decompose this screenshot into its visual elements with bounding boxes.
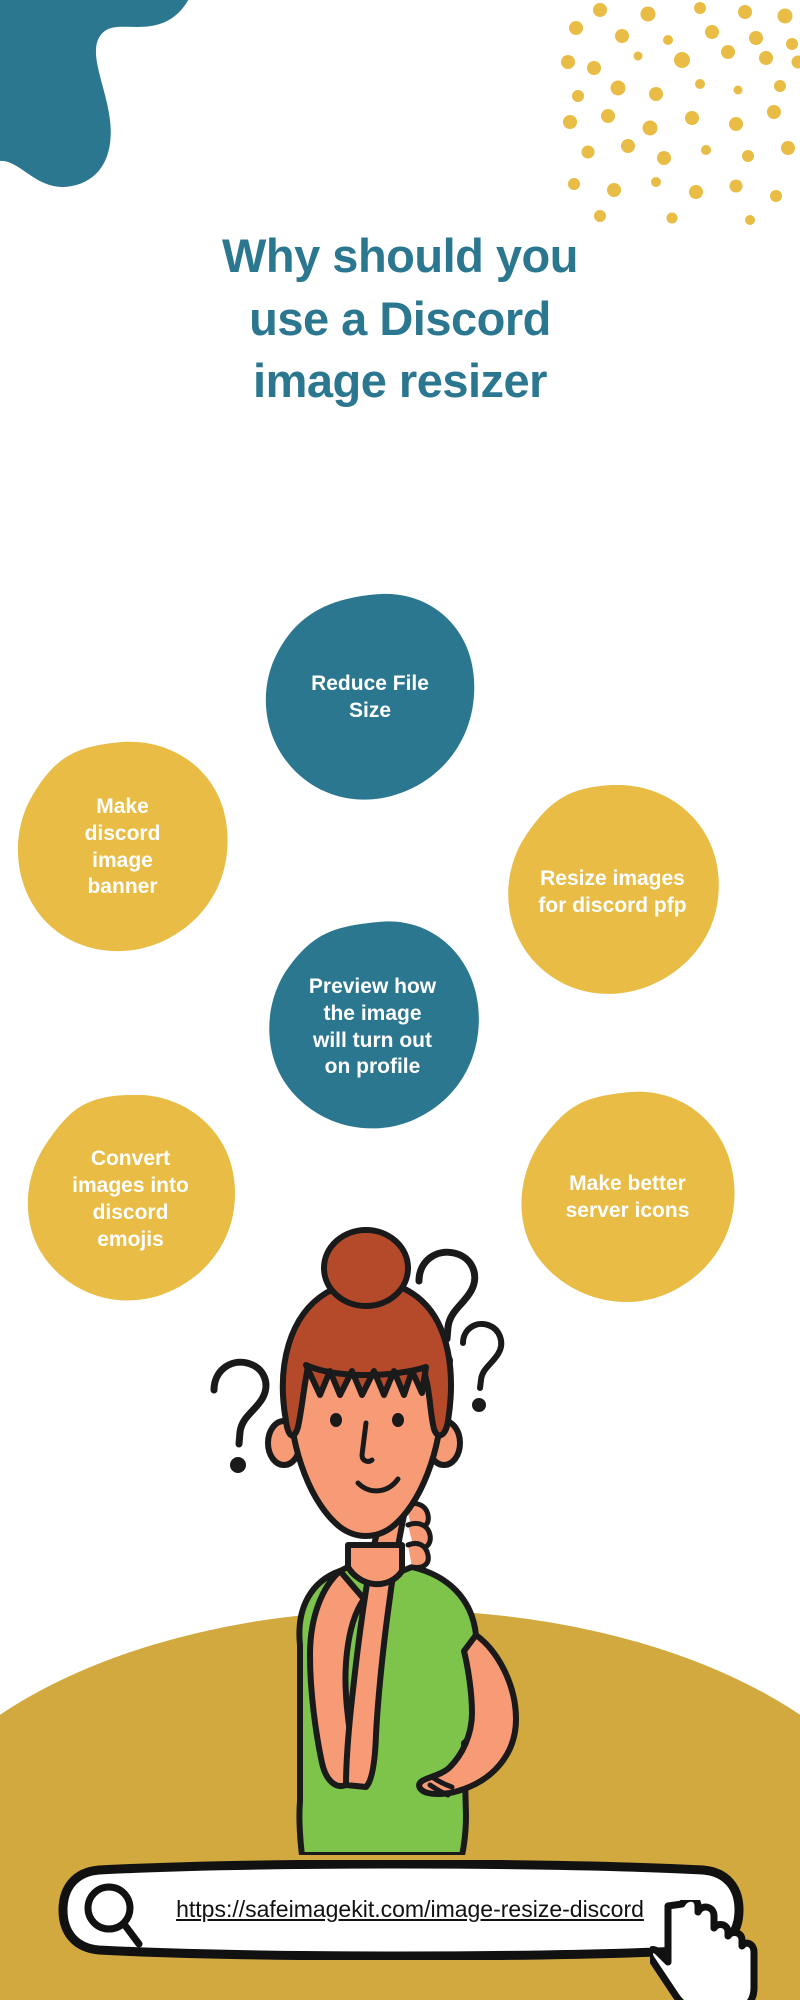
bubble-label: Make discord image banner bbox=[84, 794, 161, 899]
bubble-shape bbox=[27, 1095, 235, 1301]
bubble-shape bbox=[17, 741, 228, 952]
bubble-label: Resize images for discord pfp bbox=[538, 866, 687, 917]
url-search-bar[interactable]: https://safeimagekit.com/image-resize-di… bbox=[55, 1860, 758, 2000]
bubble-label: Make better server icons bbox=[565, 1171, 690, 1222]
page-title-line-3: image resizer bbox=[253, 354, 547, 407]
page-title-line-1: Why should you bbox=[222, 229, 578, 282]
bubble-make-better-server-icons[interactable]: Make better server icons bbox=[515, 1090, 740, 1305]
page-title: Why should you use a Discord image resiz… bbox=[0, 225, 800, 413]
bubble-shape bbox=[508, 785, 719, 994]
url-text[interactable]: https://safeimagekit.com/image-resize-di… bbox=[176, 1896, 644, 1923]
bubble-shape bbox=[265, 593, 475, 800]
bubble-resize-images-for-discord-pfp[interactable]: Resize images for discord pfp bbox=[500, 785, 725, 1000]
teal-organic-blob-decoration bbox=[0, 0, 189, 187]
bubble-shape bbox=[521, 1091, 735, 1303]
bubble-label: Convert images into discord emojis bbox=[72, 1147, 189, 1251]
question-mark-medium-icon bbox=[460, 1321, 505, 1412]
benefit-bubble-cluster: Reduce File Size Make discord image bann… bbox=[0, 593, 800, 1303]
bubble-make-discord-image-banner[interactable]: Make discord image banner bbox=[10, 740, 235, 955]
thinking-person-illustration bbox=[210, 1227, 519, 1855]
magnifier-icon bbox=[84, 1883, 143, 1948]
page-title-line-2: use a Discord bbox=[249, 291, 551, 345]
question-mark-left-icon bbox=[210, 1358, 270, 1473]
yellow-dot-scatter-decoration bbox=[561, 2, 800, 225]
bubble-reduce-file-size[interactable]: Reduce File Size bbox=[250, 590, 490, 805]
bubble-preview-image-on-profile[interactable]: Preview how the image will turn out on p… bbox=[265, 920, 480, 1135]
bubble-convert-images-into-discord-emojis[interactable]: Convert images into discord emojis bbox=[18, 1095, 243, 1305]
pointing-hand-cursor-icon bbox=[650, 1900, 758, 2000]
bubble-label: Preview how the image will turn out on p… bbox=[308, 974, 437, 1079]
bubble-label: Reduce File Size bbox=[311, 671, 429, 722]
bubble-shape bbox=[269, 921, 479, 1129]
